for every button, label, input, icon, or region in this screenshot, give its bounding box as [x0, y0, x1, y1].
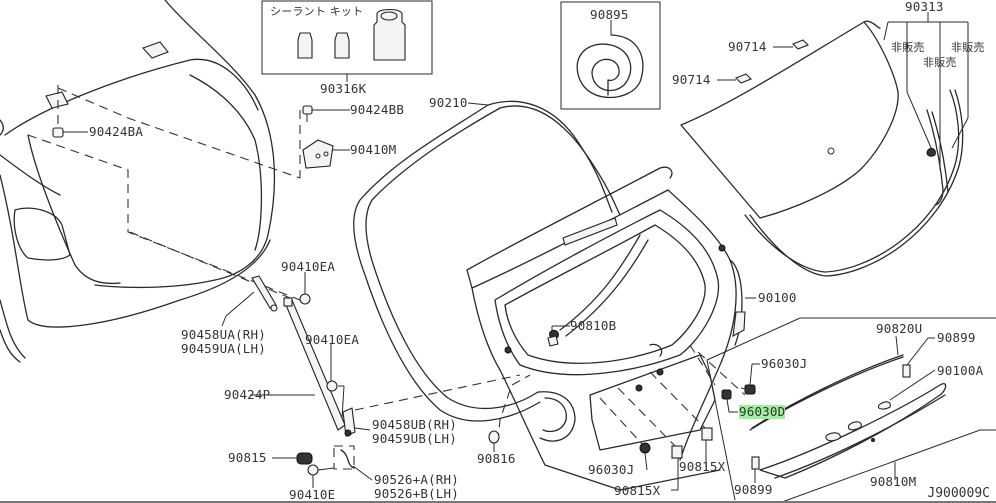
dashed-clip-lines — [497, 344, 746, 448]
label-90424BB: 90424BB — [350, 102, 405, 117]
not-for-sale-label-2: 非販売 — [951, 41, 985, 54]
label-90100: 90100 — [758, 290, 797, 305]
label-90820U: 90820U — [876, 321, 923, 336]
label-90459UA: 90459UA(LH) — [181, 341, 266, 356]
spacer-90714-icons — [717, 39, 809, 84]
label-96030J-upper: 96030J — [761, 356, 808, 371]
not-for-sale-label-3: 非販売 — [923, 56, 957, 69]
car-body-outline — [0, 0, 276, 363]
label-90899-upper: 90899 — [937, 330, 976, 345]
sealant-kit-label: シーラント キット — [270, 5, 364, 18]
bolt-90410E-icon — [307, 464, 335, 488]
dashed-leader-lines — [27, 87, 521, 411]
clip-96030J-lower-icon — [639, 442, 651, 471]
bracket-90526-icon — [333, 445, 373, 481]
label-90410E: 90410E — [289, 487, 336, 502]
label-90815: 90815 — [228, 450, 267, 465]
bottom-border — [0, 501, 996, 503]
rear-window-glass — [680, 20, 964, 277]
clip-96030J-upper-icon — [740, 363, 760, 395]
label-96030J-lower: 96030J — [588, 462, 635, 477]
cap-90815X-icons — [671, 427, 713, 491]
label-90424P: 90424P — [224, 387, 271, 402]
weatherstrip-coil-box — [560, 1, 661, 110]
label-90714-upper: 90714 — [728, 39, 767, 54]
label-90815X-right: 90815X — [679, 459, 726, 474]
label-90810M: 90810M — [870, 474, 917, 489]
grommet-90815-icon — [272, 452, 313, 465]
label-96030D-highlighted: 96030D — [739, 404, 786, 419]
hinge-90458UB-icon — [342, 407, 371, 437]
label-90424BA: 90424BA — [89, 124, 144, 139]
nut-90424BA-icon — [52, 85, 88, 138]
label-90526B: 90526+B(LH) — [374, 486, 459, 501]
back-door-90100 — [466, 166, 756, 491]
cap-90816-icon — [488, 430, 500, 452]
not-for-sale-bracket-90313 — [883, 12, 969, 170]
diagram-code: J900009C — [927, 486, 990, 501]
label-90816: 90816 — [477, 451, 516, 466]
label-90895: 90895 — [590, 7, 629, 22]
sealant-kit-box — [261, 0, 433, 82]
label-90899-lower: 90899 — [734, 482, 773, 497]
label-90458UB: 90458UB(RH) — [372, 417, 457, 432]
label-90410EA-lower: 90410EA — [305, 332, 360, 347]
not-for-sale-label-1: 非販売 — [891, 41, 925, 54]
label-90410M: 90410M — [350, 142, 397, 157]
label-90410EA-upper: 90410EA — [281, 259, 336, 274]
label-90316K: 90316K — [320, 81, 367, 96]
label-90526A: 90526+A(RH) — [374, 472, 459, 487]
bolt-90424BB-icon — [302, 105, 350, 122]
label-90815X-left: 90815X — [614, 483, 661, 498]
clip-90810B-icon — [547, 325, 570, 347]
clip-96030D-icon — [721, 389, 738, 413]
hinge-90410M-icon — [302, 139, 350, 169]
label-90459UB: 90459UB(LH) — [372, 431, 457, 446]
hinge-90458UA-icon — [221, 275, 278, 327]
label-90100A: 90100A — [937, 363, 984, 378]
bolt-90410EA-icon — [299, 272, 345, 419]
label-90458UA: 90458UA(RH) — [181, 327, 266, 342]
weatherstrip-90210 — [353, 100, 621, 422]
label-90313: 90313 — [905, 0, 944, 14]
label-90210: 90210 — [429, 95, 468, 110]
label-90714-lower: 90714 — [672, 72, 711, 87]
label-90810B: 90810B — [570, 318, 617, 333]
finisher-inset-panel — [706, 317, 996, 503]
